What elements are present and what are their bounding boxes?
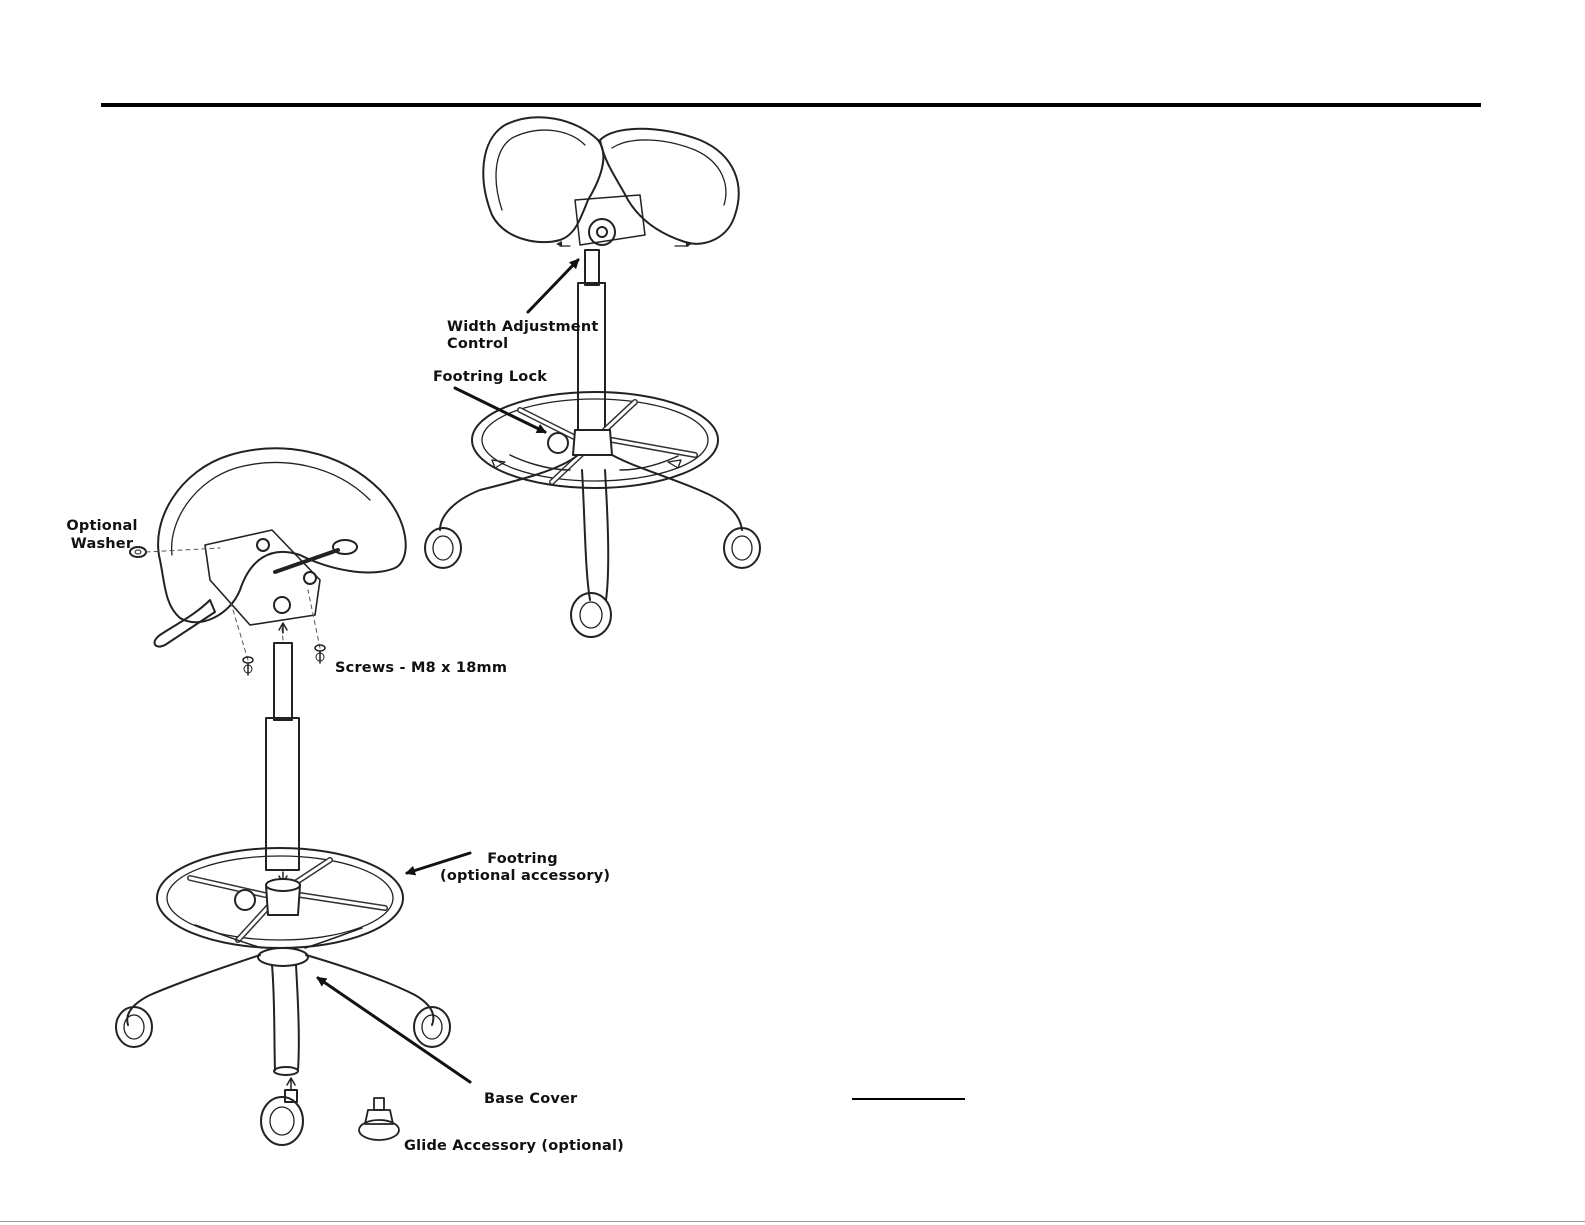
gas-lift-upper [585, 250, 599, 285]
label-optional-washer-line2: Washer [62, 535, 142, 553]
label-width-adjustment-line2: Control [447, 335, 508, 353]
label-screws: Screws - M8 x 18mm [335, 659, 507, 677]
exploded-footring-lock [235, 890, 255, 910]
label-width-adjustment-line1: Width Adjustment [447, 318, 599, 336]
label-footring-line2: (optional accessory) [440, 867, 605, 885]
label-optional-washer-line1: Optional [62, 517, 142, 535]
arrow-footring-lock [455, 388, 545, 432]
base-hub [258, 948, 308, 966]
seat-lever [155, 600, 215, 647]
caster [425, 528, 461, 568]
footring-lock-knob [548, 433, 568, 453]
gas-lift-lower [578, 283, 605, 431]
label-glide-accessory: Glide Accessory (optional) [404, 1137, 624, 1155]
arrow-base-cover [318, 978, 470, 1082]
caster [571, 593, 611, 637]
right-seat-wing [600, 129, 739, 244]
label-base-cover: Base Cover [484, 1090, 577, 1108]
glide-accessory [359, 1098, 399, 1140]
mounting-plate [205, 530, 320, 625]
exploded-gas-lift-upper [274, 643, 292, 720]
detached-caster [261, 1097, 303, 1145]
label-footring-line1: Footring [440, 850, 605, 868]
arrow-width-adjustment [528, 260, 578, 312]
label-footring-lock: Footring Lock [433, 368, 547, 386]
caster [116, 1007, 152, 1047]
left-seat-wing [483, 117, 603, 242]
caster [724, 528, 760, 568]
exploded-stool [116, 448, 450, 1145]
